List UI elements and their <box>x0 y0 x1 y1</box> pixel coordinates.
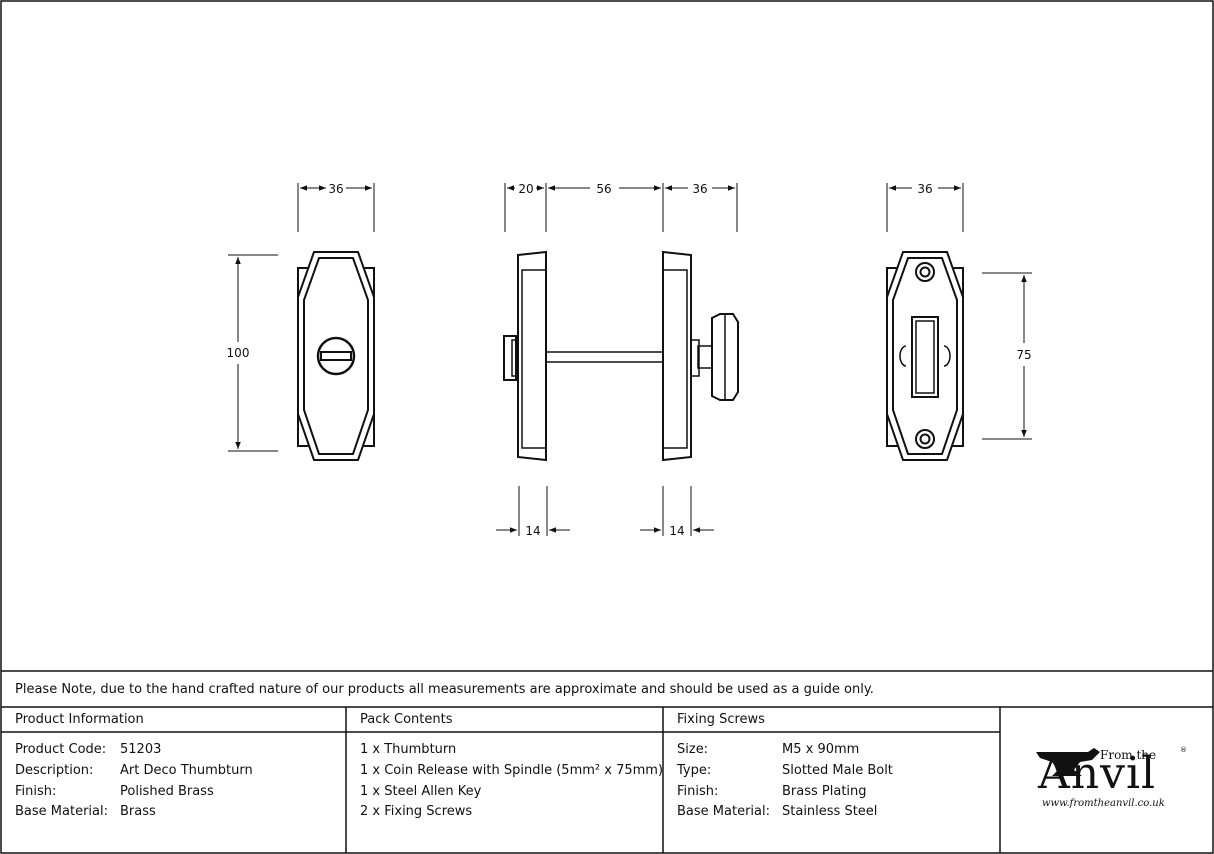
dim-back-width: 36 <box>917 182 932 196</box>
screw-size-value: M5 x 90mm <box>782 742 860 757</box>
finish-value: Polished Brass <box>120 784 214 799</box>
pack-item: 1 x Steel Allen Key <box>360 784 482 799</box>
screw-finish-label: Finish: <box>677 784 719 799</box>
dim-front-height: 100 <box>227 346 250 360</box>
dim-thumbturn-knob: 20 <box>518 182 533 196</box>
side-view <box>503 250 739 462</box>
product-code-label: Product Code: <box>15 742 107 757</box>
pack-item: 2 x Fixing Screws <box>360 804 473 819</box>
logo-registered-mark: ® <box>1180 746 1187 754</box>
dim-screw-centres: 75 <box>1016 348 1031 362</box>
pack-item: 1 x Thumbturn <box>360 742 457 757</box>
back-view <box>886 251 964 461</box>
fixing-screws-heading: Fixing Screws <box>677 712 765 727</box>
screw-type-label: Type: <box>677 763 712 778</box>
dim-plate-depth-right: 14 <box>669 524 684 538</box>
product-information-heading: Product Information <box>15 712 144 727</box>
dim-release-width: 36 <box>692 182 707 196</box>
dim-plate-depth-left: 14 <box>525 524 540 538</box>
side-dimensions <box>496 183 738 536</box>
disclaimer-note: Please Note, due to the hand crafted nat… <box>15 682 874 697</box>
back-dimensions <box>886 183 1032 440</box>
logo-url: www.fromtheanvil.co.uk <box>1042 798 1165 809</box>
base-material-value: Brass <box>120 804 156 819</box>
logo-brand: Anvil <box>1038 748 1157 799</box>
front-view <box>297 251 375 461</box>
description-value: Art Deco Thumbturn <box>120 763 253 778</box>
anvil-logo-graphic <box>1036 748 1100 776</box>
finish-label: Finish: <box>15 784 57 799</box>
screw-size-label: Size: <box>677 742 709 757</box>
base-material-label: Base Material: <box>15 804 108 819</box>
screw-material-label: Base Material: <box>677 804 770 819</box>
dim-spindle: 56 <box>596 182 611 196</box>
front-dimensions <box>228 183 375 452</box>
dim-front-width: 36 <box>328 182 343 196</box>
logo-from-text: From the <box>1100 748 1157 762</box>
screw-finish-value: Brass Plating <box>782 784 867 799</box>
pack-contents-heading: Pack Contents <box>360 712 453 727</box>
product-code-value: 51203 <box>120 742 162 757</box>
from-the-anvil-logo: From the ® Anvil www.fromtheanvil.co.uk <box>1030 740 1200 820</box>
pack-item: 1 x Coin Release with Spindle (5mm² x 75… <box>360 763 664 778</box>
screw-type-value: Slotted Male Bolt <box>782 763 893 778</box>
description-label: Description: <box>15 763 94 778</box>
screw-material-value: Stainless Steel <box>782 804 878 819</box>
